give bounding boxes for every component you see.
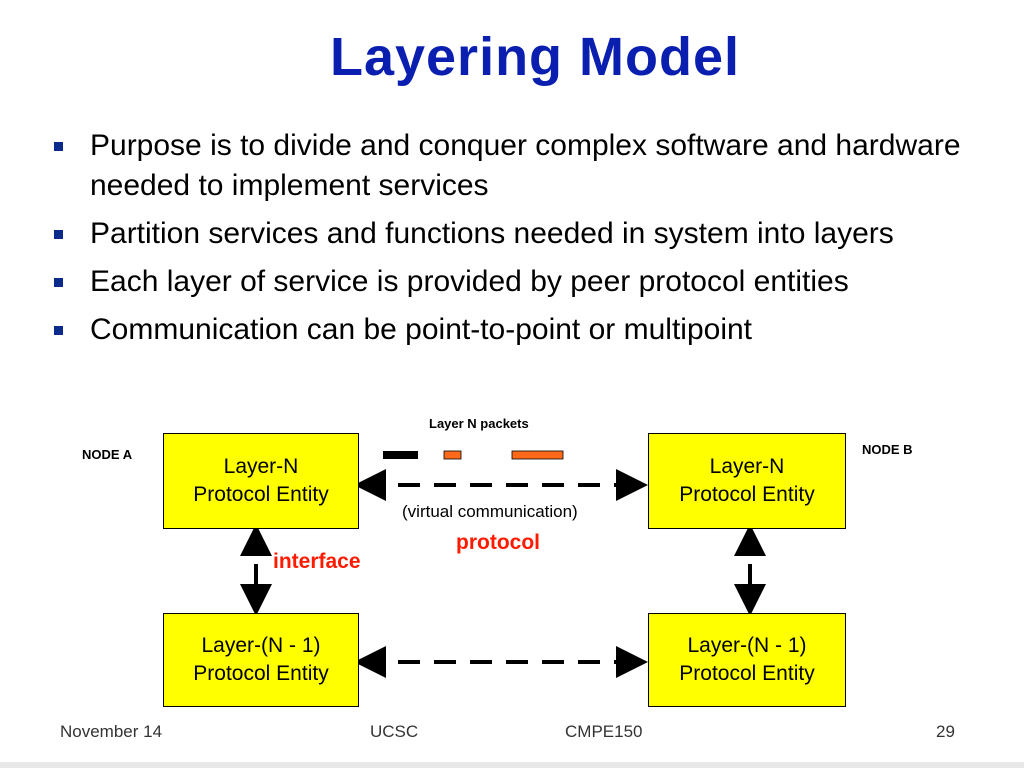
node-a-label: NODE A <box>82 447 133 462</box>
virtual-communication-label: (virtual communication) <box>402 502 578 521</box>
bullet-text: Each layer of service is provided by pee… <box>90 265 849 298</box>
footer-course: CMPE150 <box>565 722 643 741</box>
layer-n-1-entity-node-b: Layer-(N - 1) Protocol Entity <box>648 613 846 707</box>
bullet-item: Purpose is to divide and conquer complex… <box>50 126 990 206</box>
box-line: Layer-(N - 1) <box>687 634 807 657</box>
packets-label: Layer N packets <box>429 416 529 431</box>
square-bullet-icon <box>54 278 63 287</box>
bullet-item: Communication can be point-to-point or m… <box>50 310 990 350</box>
packet-small <box>443 450 462 460</box>
square-bullet-icon <box>54 142 63 151</box>
packet-large <box>511 450 564 460</box>
node-b-label: NODE B <box>862 442 913 457</box>
bullet-item: Partition services and functions needed … <box>50 214 990 254</box>
bullet-text: Purpose is to divide and conquer complex… <box>90 129 961 202</box>
box-line: Protocol Entity <box>193 483 329 506</box>
box-line: Protocol Entity <box>679 483 815 506</box>
square-bullet-icon <box>54 230 63 239</box>
layer-n-1-entity-node-a: Layer-(N - 1) Protocol Entity <box>163 613 359 707</box>
slide-title: Layering Model <box>329 27 741 87</box>
box-line: Protocol Entity <box>679 662 815 685</box>
box-line: Protocol Entity <box>193 662 329 685</box>
page-number: 29 <box>936 722 955 741</box>
box-line: Layer-N <box>709 455 785 478</box>
packet-black <box>383 451 418 459</box>
box-line: Layer-(N - 1) <box>201 634 321 657</box>
bullet-text: Communication can be point-to-point or m… <box>90 313 753 346</box>
square-bullet-icon <box>54 326 63 335</box>
interface-label: interface <box>273 550 361 573</box>
layer-n-entity-node-a: Layer-N Protocol Entity <box>163 433 359 529</box>
bullet-text: Partition services and functions needed … <box>90 217 894 250</box>
footer-org: UCSC <box>370 722 419 741</box>
bullet-item: Each layer of service is provided by pee… <box>50 262 990 302</box>
protocol-label: protocol <box>456 531 540 554</box>
footer-date: November 14 <box>60 722 163 741</box>
footer-bar <box>0 762 1024 768</box>
layer-n-entity-node-b: Layer-N Protocol Entity <box>648 433 846 529</box>
bullet-list: Purpose is to divide and conquer complex… <box>50 126 990 358</box>
box-line: Layer-N <box>223 455 299 478</box>
